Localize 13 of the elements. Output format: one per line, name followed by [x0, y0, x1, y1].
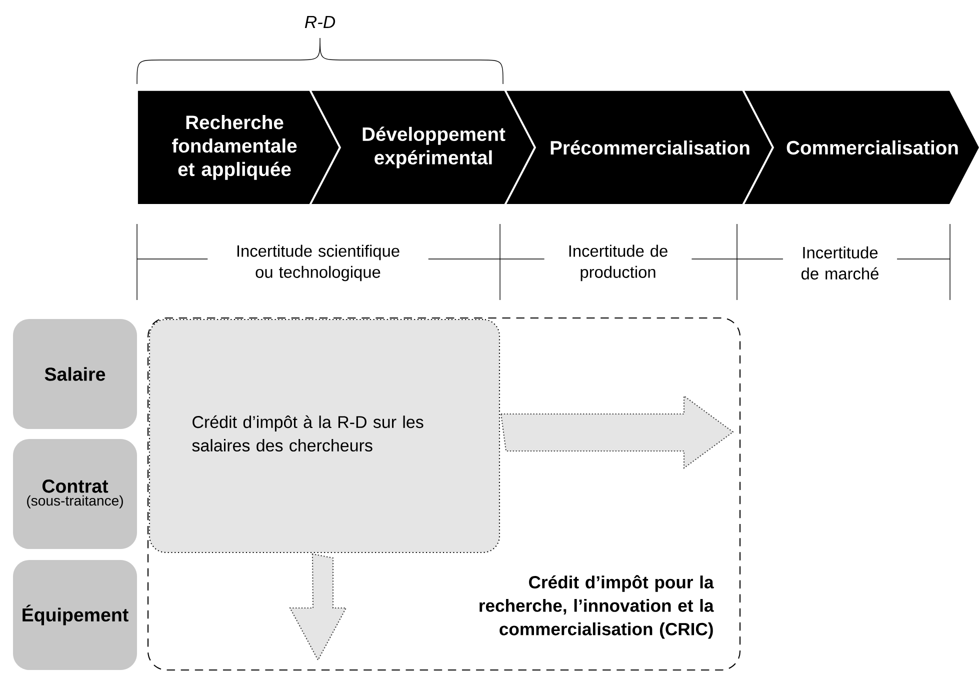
block-arrow: [500, 394, 734, 470]
chevron-step: Développement expérimental: [308, 89, 536, 206]
uncertainty-label: Incertitude de production: [544, 244, 692, 282]
category-box: Équipement: [13, 560, 137, 670]
uncertainty-label: Incertitude de marché: [782, 245, 898, 281]
node-label: Commercialisation: [786, 140, 958, 155]
credit-box: Crédit d’impôt à la R-D sur les salaires des chercheurs: [148, 318, 500, 553]
block-arrow: [289, 553, 347, 662]
uncertainty-label: Incertitude scientifique ou technologique: [208, 244, 428, 282]
category-box: Salaire: [13, 319, 137, 429]
brace-label: R-D: [304, 16, 336, 28]
category-box: Contrat (sous-traitance): [13, 439, 137, 549]
chevron-step: Recherche fondamentale et appliquée: [136, 89, 342, 206]
